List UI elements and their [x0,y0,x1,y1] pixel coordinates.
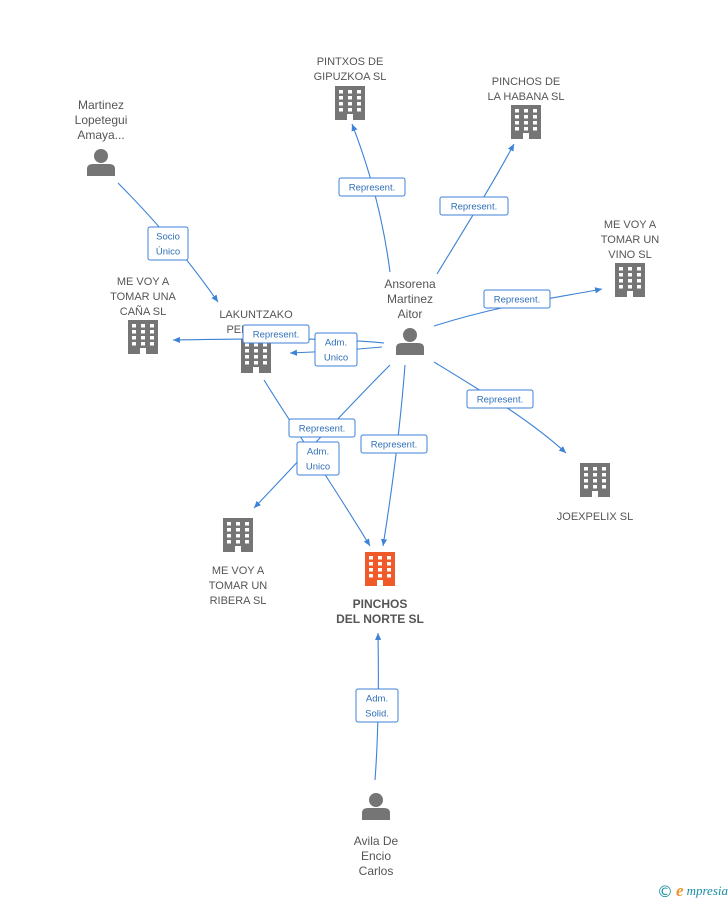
node-pintxos_gipuzkoa[interactable]: PINTXOS DE GIPUZKOA SL [314,56,387,120]
edge-label-text: Adm. [366,694,388,705]
node-label: PINTXOS DE [317,56,384,68]
node-label: LAKUNTZAKO [219,309,293,321]
node-label: ME VOY A [604,219,657,231]
edge-label-text: Solid. [365,709,389,720]
node-label: ME VOY A [212,565,265,577]
edge-label-text: Represent. [494,295,540,306]
node-label: TOMAR UN [601,234,660,246]
node-me_voy_cana[interactable]: ME VOY A TOMAR UNA CAÑA SL [110,276,177,354]
node-label: LA HABANA SL [487,91,564,103]
node-label: RIBERA SL [210,595,267,607]
edge-ansorena-to-pintxos_gipuzkoa [351,123,391,273]
copyright-icon: © [657,881,674,901]
edge-label-text: Represent. [477,395,523,406]
node-label: Encio [361,849,391,863]
node-label: TOMAR UN [209,580,268,592]
node-martinez_lopetegui[interactable]: MartinezLopeteguiAmaya... [75,98,128,176]
edge-label-ansorena-to-me_voy_ribera[interactable]: Represent. [288,418,356,438]
node-label: Amaya... [77,128,124,142]
node-label: PINCHOS [353,597,408,611]
brand-name: mpresia [686,883,728,898]
node-label: PINCHOS DE [492,76,560,88]
edge-label-avila-to-pinchos_norte[interactable]: Adm. Solid. [355,688,399,723]
edge-label-text: Unico [306,462,330,473]
node-label: CAÑA SL [120,305,166,318]
edge-labels-layer: Represent. Represent. Represent. Represent.… [147,177,551,723]
node-label: JOEXPELIX SL [557,511,633,523]
node-label: Avila De [354,834,399,848]
building-icon [511,105,541,139]
person-icon [362,793,390,820]
edge-label-text: Socio [156,232,180,243]
edge-label-ansorena-to-joexpelix[interactable]: Represent. [466,389,534,409]
building-icon [223,518,253,552]
edge-label-ansorena-to-lakuntzako[interactable]: Adm. Unico [314,332,358,367]
edge-label-text: Único [156,247,180,258]
edge-label-ansorena-to-pintxos_gipuzkoa[interactable]: Represent. [338,177,406,197]
brand-initial: e [676,881,684,900]
edge-label-text: Represent. [451,202,497,213]
edge-label-text: Represent. [299,424,345,435]
building-icon [615,263,645,297]
edge-label-text: Adm. [325,338,347,349]
edge-label-ansorena-to-pinchos_norte[interactable]: Represent. [360,434,428,454]
person-icon [396,328,424,355]
edge-label-text: Represent. [349,183,395,194]
node-label: Martinez [387,292,433,306]
edges-layer [117,123,603,781]
node-joexpelix[interactable]: JOEXPELIX SL [557,463,633,523]
nodes-layer: PINTXOS DE GIPUZKOA SL PINCHOS DE LA HABANA… [75,56,660,878]
node-label: Lopetegui [75,113,128,127]
node-label: DEL NORTE SL [336,612,424,626]
edge-label-lakuntzako-to-pinchos_norte[interactable]: Adm. Unico [296,441,340,476]
node-pinchos_habana[interactable]: PINCHOS DE LA HABANA SL [487,76,565,139]
node-label: GIPUZKOA SL [314,71,387,83]
edge-label-ansorena-to-me_voy_cana[interactable]: Represent. [242,324,310,344]
edge-label-ansorena-to-me_voy_vino[interactable]: Represent. [483,289,551,309]
node-label: Martinez [78,98,124,112]
edge-label-text: Unico [324,353,348,364]
node-label: ME VOY A [117,276,170,288]
building-icon [365,552,395,586]
edge-label-text: Represent. [253,330,299,341]
node-label: Aitor [398,307,423,321]
node-label: Ansorena [384,277,436,291]
node-me_voy_vino[interactable]: ME VOY A TOMAR UN VINO SL [601,219,660,297]
node-label: TOMAR UNA [110,291,176,303]
edge-label-text: Adm. [307,447,329,458]
building-icon [128,320,158,354]
edge-label-text: Represent. [371,440,417,451]
node-me_voy_ribera[interactable]: ME VOY A TOMAR UN RIBERA SL [209,518,268,607]
building-icon [241,339,271,373]
node-label: Carlos [359,864,394,878]
edge-ansorena-to-pinchos_norte [381,364,406,547]
edge-label-ansorena-to-pinchos_habana[interactable]: Represent. [439,196,509,216]
node-label: VINO SL [608,249,651,261]
building-icon [335,86,365,120]
building-icon [580,463,610,497]
person-icon [87,149,115,176]
